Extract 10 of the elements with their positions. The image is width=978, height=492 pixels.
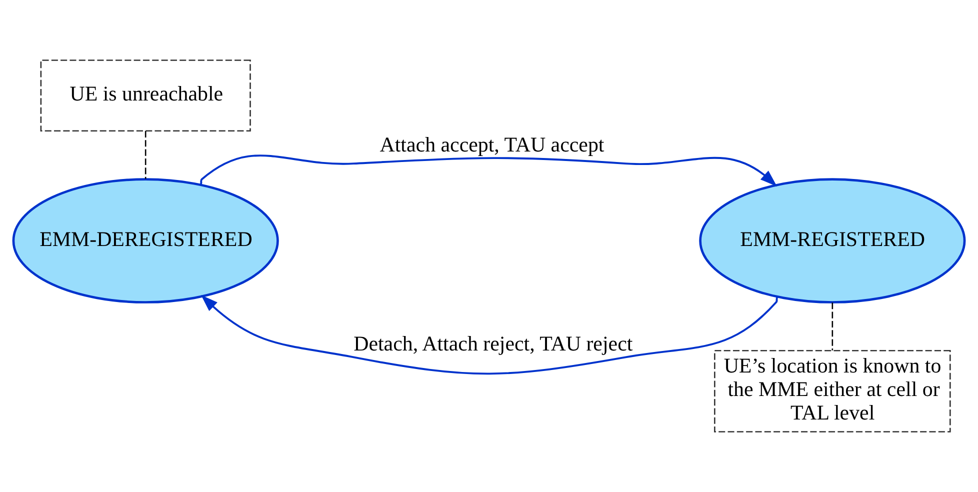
node-box: UE’s location is known to the MME either at cell or TAL level — [714, 350, 951, 432]
edge-label: Detach, Attach reject, TAU reject — [354, 331, 633, 356]
connector — [144, 131, 146, 179]
node-ellipse: EMM-DEREGISTERED — [12, 178, 279, 304]
edge-label: Attach accept, TAU accept — [380, 132, 604, 157]
arrow — [200, 154, 778, 186]
node-ellipse: EMM-REGISTERED — [699, 178, 966, 304]
arrow — [201, 294, 778, 375]
connector — [832, 302, 834, 350]
node-box: UE is unreachable — [40, 60, 251, 132]
